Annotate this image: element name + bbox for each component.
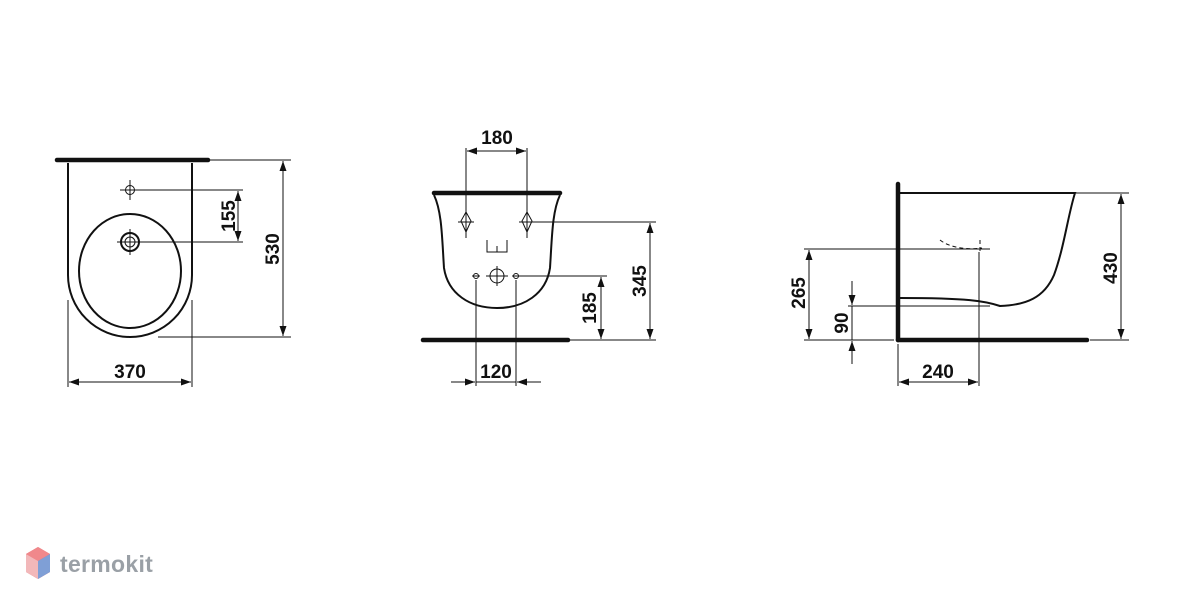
dim-side-fixing-height: 265 <box>789 277 810 309</box>
dim-fixing-spacing: 180 <box>481 128 513 149</box>
dim-side-height: 430 <box>1101 252 1122 284</box>
dim-side-depth: 240 <box>922 362 954 383</box>
back-bowl-outline <box>433 194 561 310</box>
dim-fixing-height: 345 <box>630 265 651 297</box>
dim-hole-spacing: 155 <box>219 200 240 232</box>
front-basin-outline <box>78 213 182 329</box>
side-bowl-outline <box>899 192 1077 308</box>
dim-front-width: 370 <box>114 362 146 383</box>
dim-outlet-height: 185 <box>580 292 601 324</box>
side-drain-dashed <box>939 239 983 252</box>
back-view: 180 345 185 120 <box>420 128 656 386</box>
front-bowl-outline <box>67 163 193 338</box>
dim-supply-spacing: 120 <box>480 362 512 383</box>
dim-front-height: 530 <box>263 233 284 265</box>
drain-outline-icon <box>486 240 508 253</box>
hexagon-cube-icon <box>26 547 50 579</box>
side-view: 430 265 90 240 <box>789 181 1129 386</box>
dim-side-outlet-height: 90 <box>832 312 853 333</box>
brand-watermark: termokit <box>24 545 153 583</box>
front-view: 155 530 370 <box>54 157 291 387</box>
brand-name: termokit <box>60 550 154 577</box>
